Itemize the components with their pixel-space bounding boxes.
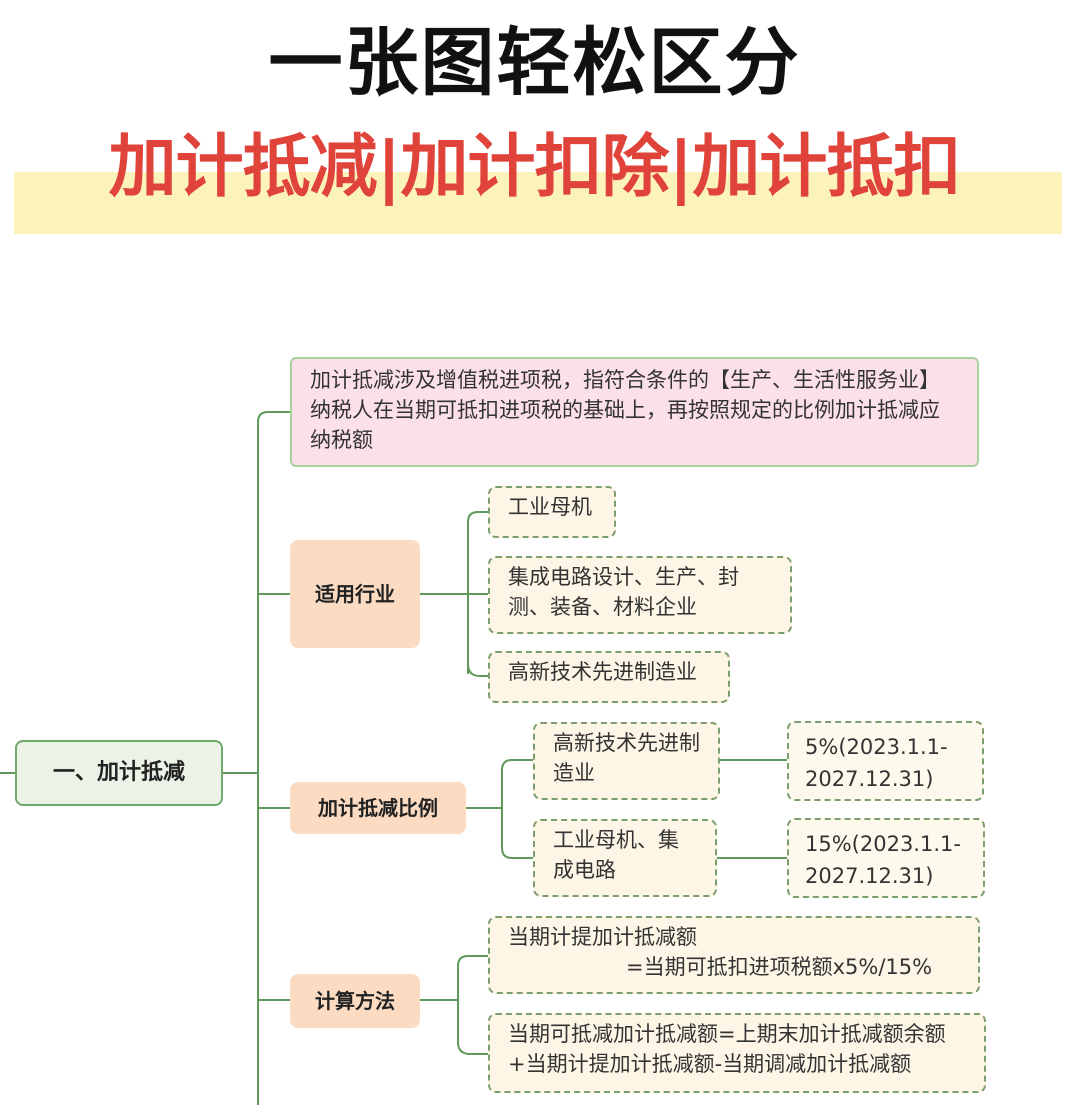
connector-method-bottom bbox=[457, 1041, 488, 1055]
method-category: 计算方法 bbox=[290, 974, 420, 1028]
ratio-rate-1: 5%(2023.1.1-2027.12.31) bbox=[787, 721, 984, 801]
connector-industries-vertical bbox=[467, 511, 488, 674]
connector-industry-3 bbox=[467, 663, 488, 677]
ratio-target-1: 高新技术先进制造业 bbox=[533, 722, 720, 800]
connector-ratio-bottom bbox=[501, 847, 533, 859]
subtitle: 加计抵减|加计扣除|加计抵扣 bbox=[108, 128, 962, 207]
root-node: 一、加计抵减 bbox=[15, 740, 223, 806]
ratio-rate-2: 15%(2023.1.1-2027.12.31) bbox=[787, 818, 985, 898]
subtitle-highlight-band bbox=[14, 172, 1062, 234]
industry-item-2: 集成电路设计、生产、封测、装备、材料企业 bbox=[488, 556, 792, 634]
formula-1-line-2: =当期可抵扣进项税额x5%/15% bbox=[626, 955, 933, 979]
description-node: 加计抵减涉及增值税进项税，指符合条件的【生产、生活性服务业】纳税人在当期可抵扣进… bbox=[290, 357, 979, 467]
ratio-category: 加计抵减比例 bbox=[290, 782, 466, 834]
method-formula-1: 当期计提加计抵减额 =当期可抵扣进项税额x5%/15% bbox=[488, 916, 980, 994]
industries-category: 适用行业 bbox=[290, 540, 420, 648]
connector-trunk bbox=[257, 411, 290, 1105]
main-title: 一张图轻松区分 bbox=[268, 20, 801, 106]
method-formula-2: 当期可抵减加计抵减额=上期末加计抵减额余额+当期计提加计抵减额-当期调减加计抵减… bbox=[488, 1013, 986, 1093]
connector-method-vertical bbox=[457, 955, 488, 1042]
connector-ratio-vertical bbox=[501, 759, 533, 848]
formula-1-line-1: 当期计提加计抵减额 bbox=[508, 925, 697, 949]
industry-item-1: 工业母机 bbox=[488, 486, 616, 538]
ratio-target-2: 工业母机、集成电路 bbox=[533, 819, 717, 897]
industry-item-3: 高新技术先进制造业 bbox=[488, 651, 730, 703]
